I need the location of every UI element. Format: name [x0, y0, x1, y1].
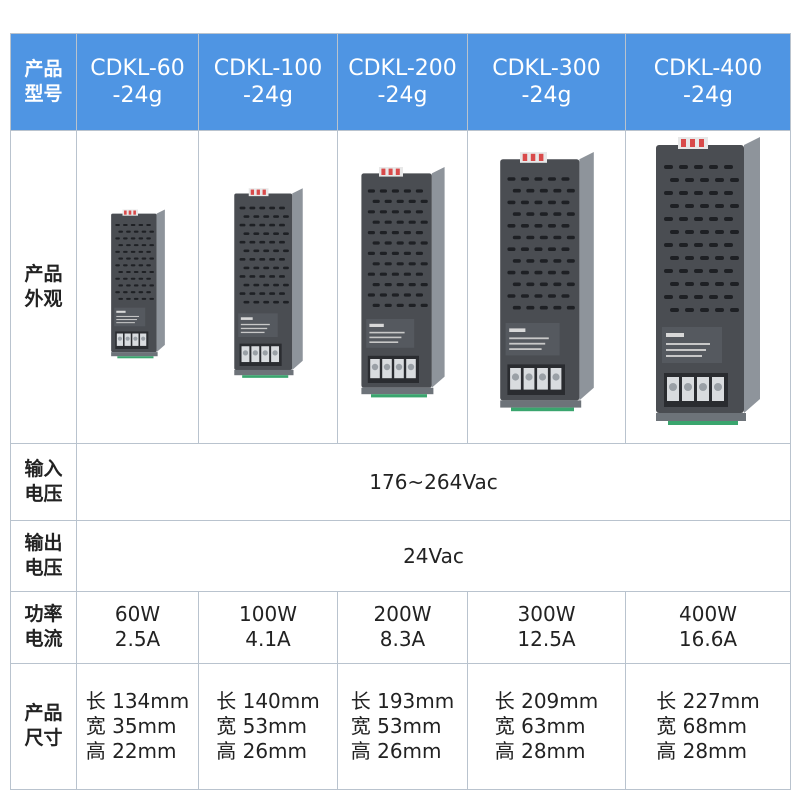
output-voltage-label: 输出 电压 — [10, 519, 77, 592]
model-cell: CDKL-60-24g — [76, 32, 199, 132]
model-cell: CDKL-100-24g — [198, 32, 338, 132]
output-voltage-row: 输出 电压 24Vac — [10, 519, 791, 592]
power-supply-unit-icon — [499, 151, 594, 412]
power-supply-unit-icon — [110, 209, 165, 359]
input-voltage-value: 176~264Vac — [76, 442, 791, 521]
model-cell: CDKL-200-24g — [337, 32, 468, 132]
appearance-row: 产品 外观 — [10, 130, 791, 444]
model-cell: CDKL-300-24g — [467, 32, 626, 132]
product-photo-cell — [625, 130, 791, 444]
spec-table: 产品 型号 CDKL-60-24g CDKL-100-24g CDKL-200-… — [10, 32, 791, 791]
dimensions-label: 产品 尺寸 — [10, 662, 77, 791]
output-voltage-value: 24Vac — [76, 519, 791, 592]
power-supply-unit-icon — [360, 166, 445, 398]
model-header-label: 产品 型号 — [10, 32, 77, 132]
power-supply-unit-icon — [656, 136, 760, 425]
header-row: 产品 型号 CDKL-60-24g CDKL-100-24g CDKL-200-… — [10, 32, 791, 132]
product-photo-cell — [198, 130, 338, 444]
product-photo-cell — [337, 130, 468, 444]
product-photo-cell — [467, 130, 626, 444]
input-voltage-row: 输入 电压 176~264Vac — [10, 442, 791, 521]
model-cell: CDKL-400-24g — [625, 32, 791, 132]
appearance-label: 产品 外观 — [10, 130, 77, 444]
input-voltage-label: 输入 电压 — [10, 442, 77, 521]
product-photo-cell — [76, 130, 199, 444]
power-current-label: 功率 电流 — [10, 590, 77, 664]
power-supply-unit-icon — [233, 188, 303, 378]
